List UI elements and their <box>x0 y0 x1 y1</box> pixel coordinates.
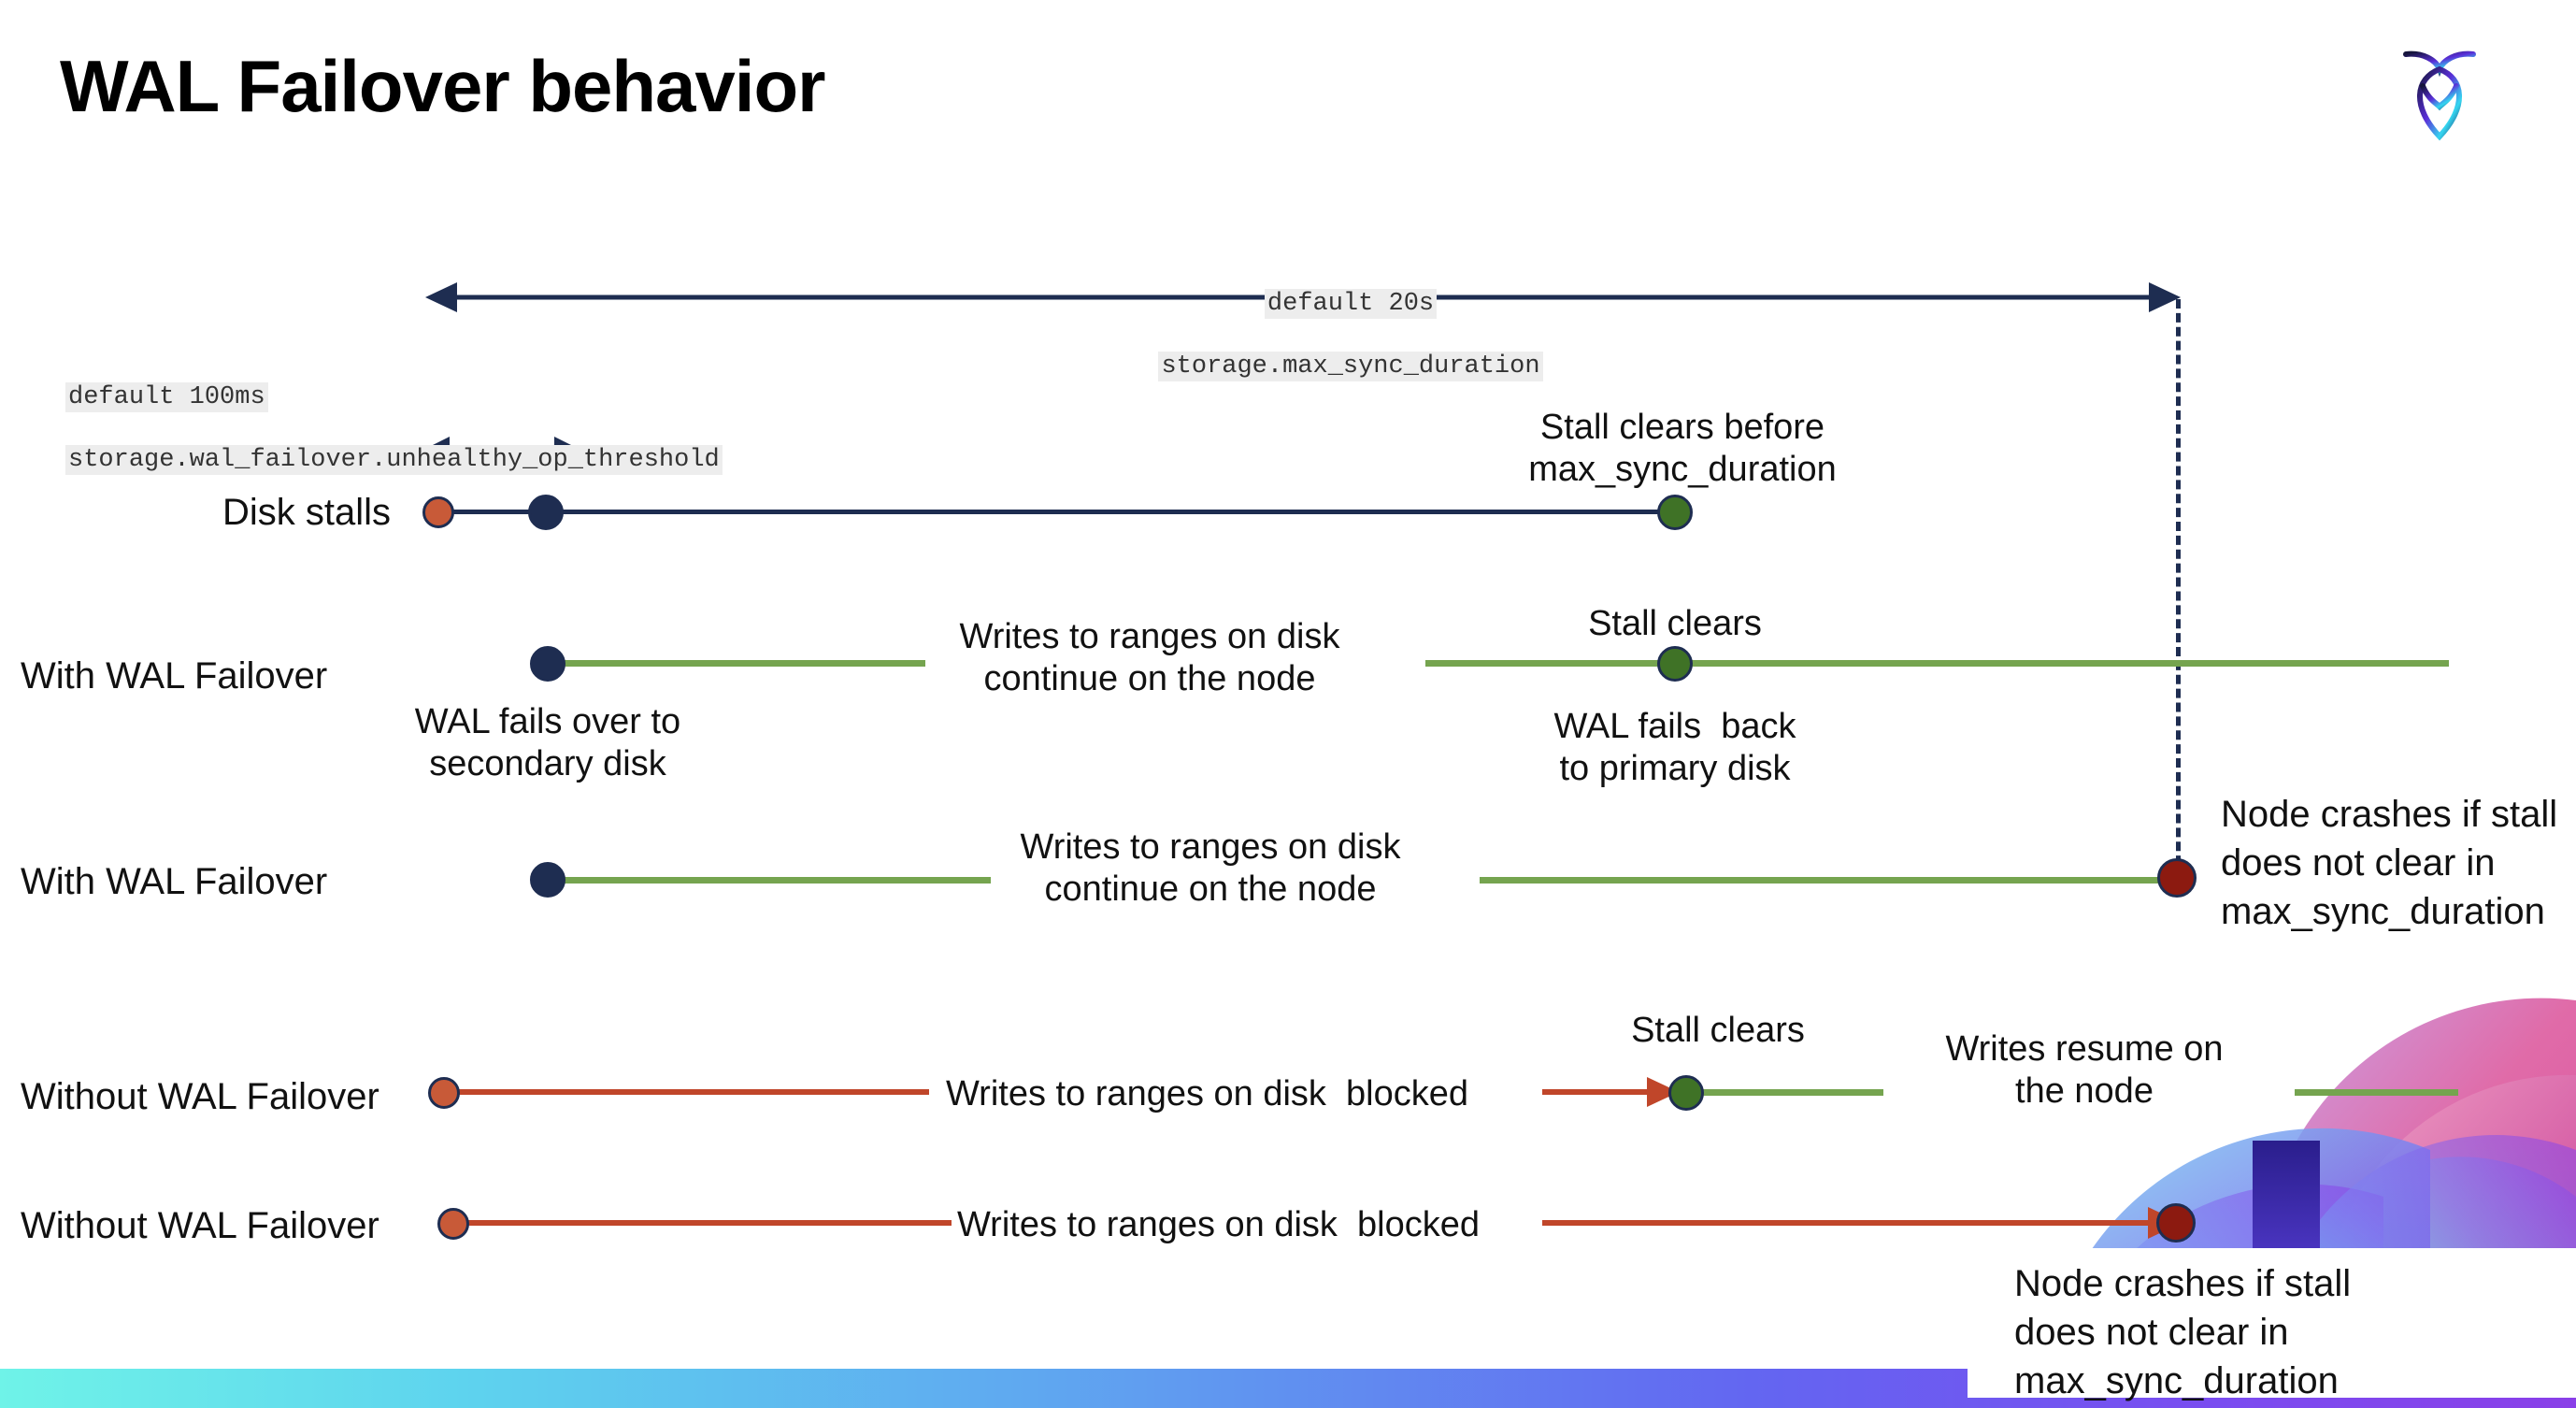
note-writes-continue-1: Writes to ranges on disk continue on the… <box>959 617 1340 698</box>
node-crash-dot-2 <box>2156 1203 2196 1243</box>
wal-failover-start-dot-2 <box>530 862 565 898</box>
note-writes-blocked-2: Writes to ranges on disk blocked <box>957 1205 1481 1244</box>
wal-failover-start-dot-1 <box>530 646 565 682</box>
note-wal-fails-over: WAL fails over to secondary disk <box>414 702 681 783</box>
stall-clear-dot-row4 <box>1668 1075 1704 1111</box>
writes-resume-line-1 <box>1692 1089 1883 1096</box>
row-label-disk-stalls: Disk stalls <box>222 492 392 533</box>
wal-failover-segment-2a <box>556 877 991 884</box>
note-writes-blocked-1: Writes to ranges on disk blocked <box>946 1074 1469 1113</box>
max-sync-duration-dashed-guide <box>2176 299 2181 879</box>
note-stall-clears-2: Stall clears <box>1631 1011 1805 1050</box>
unhealthy-default-label: default 100ms <box>65 381 268 412</box>
disk-stall-timeline <box>439 510 1675 514</box>
note-writes-resume: Writes resume on the node <box>1945 1029 2224 1111</box>
note-stall-clears-before-max-sync: Stall clears before max_sync_duration <box>1528 408 1837 489</box>
node-crash-dot-1 <box>2157 858 2197 898</box>
note-node-crashes-2: Node crashes if stall does not clear in … <box>2014 1263 2352 1401</box>
max-sync-setting-label: storage.max_sync_duration <box>1158 351 1543 381</box>
writes-resume-line-2 <box>2295 1089 2458 1096</box>
unhealthy-setting-label: storage.wal_failover.unhealthy_op_thresh… <box>65 444 723 475</box>
blocked-writes-arrow-2 <box>1542 1207 2182 1239</box>
row-label-with-wal-failover-1: With WAL Failover <box>21 655 328 697</box>
blocked-writes-line-2a <box>458 1220 952 1226</box>
max-sync-duration-annotation: default 20s storage.max_sync_duration <box>1094 257 1580 411</box>
cockroachdb-logo-icon <box>2374 28 2505 159</box>
node-crash-callout-card: Node crashes if stall does not clear in … <box>1968 1248 2576 1401</box>
row-label-without-wal-failover-2: Without WAL Failover <box>21 1205 379 1246</box>
unhealthy-op-threshold-annotation: default 100ms storage.wal_failover.unhea… <box>37 351 723 505</box>
blocked-writes-line-1a <box>447 1089 929 1095</box>
stall-start-dot-row5 <box>437 1208 469 1240</box>
stall-start-dot-row4 <box>428 1077 460 1109</box>
disk-stall-clear-dot <box>1657 495 1693 530</box>
note-stall-clears-1: Stall clears <box>1588 604 1762 643</box>
wal-failover-segment-2b <box>1480 877 2176 884</box>
wal-failback-dot-1 <box>1657 646 1693 682</box>
page-title: WAL Failover behavior <box>60 45 825 127</box>
wal-failover-segment-1b <box>1425 660 2449 667</box>
row-label-without-wal-failover-1: Without WAL Failover <box>21 1076 379 1117</box>
wal-failover-segment-1a <box>556 660 925 667</box>
blocked-writes-arrow-1 <box>1542 1077 1679 1107</box>
disk-stall-failover-dot <box>528 495 564 530</box>
note-node-crashes-1: Node crashes if stall does not clear in … <box>2221 794 2558 932</box>
note-wal-fails-back: WAL fails back to primary disk <box>1553 707 1796 788</box>
row-label-with-wal-failover-2: With WAL Failover <box>21 861 328 902</box>
disk-stall-start-dot <box>422 496 454 528</box>
note-writes-continue-2: Writes to ranges on disk continue on the… <box>1020 827 1401 909</box>
max-sync-default-label: default 20s <box>1264 288 1438 319</box>
